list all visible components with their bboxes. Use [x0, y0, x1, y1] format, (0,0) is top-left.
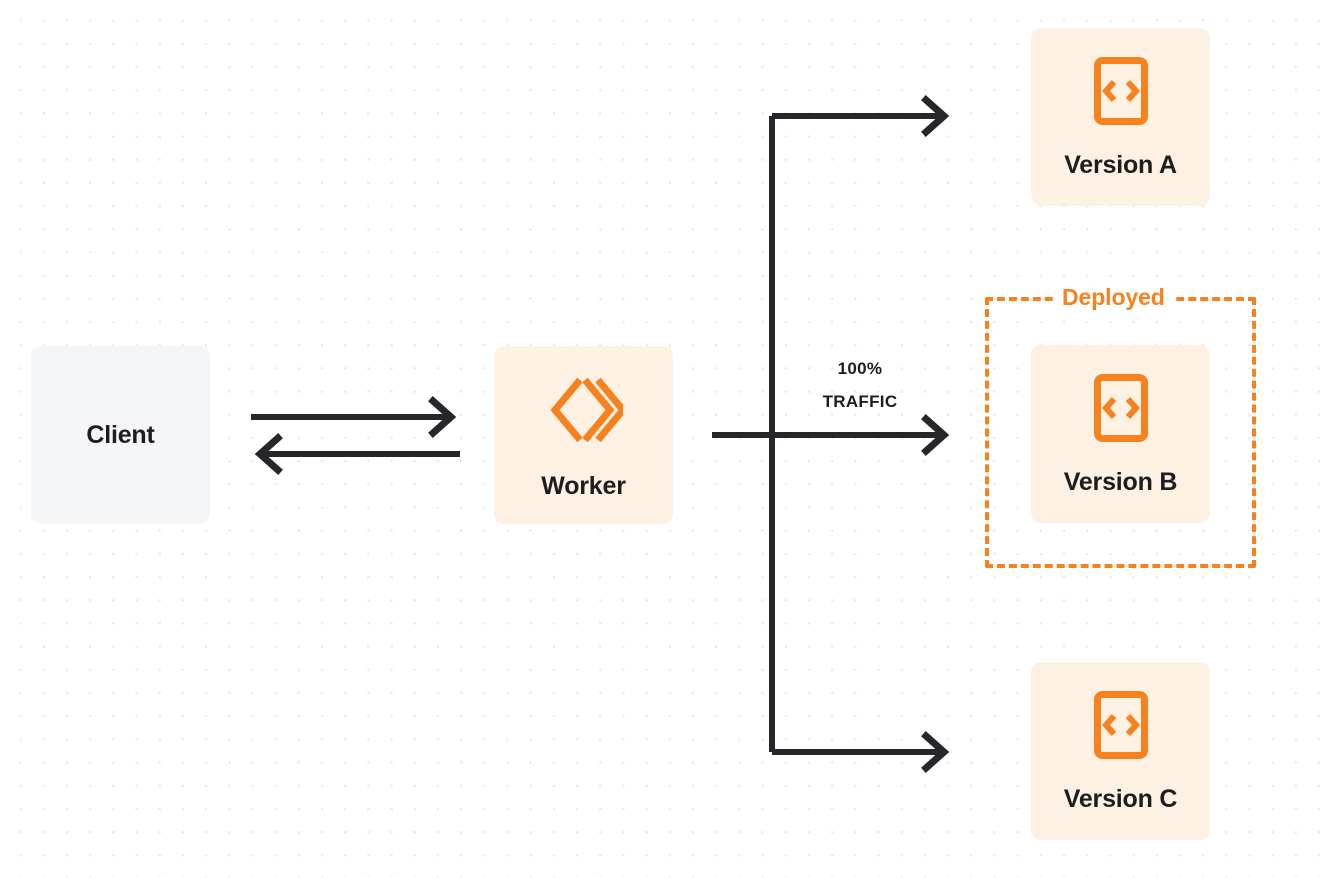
- node-client[interactable]: Client: [31, 346, 210, 524]
- node-version-b-label: Version B: [1063, 468, 1178, 496]
- node-worker[interactable]: Worker: [494, 346, 673, 524]
- traffic-label: 100% TRAFFIC: [792, 352, 928, 418]
- code-document-icon: [1093, 690, 1149, 765]
- cloudflare-workers-logo-icon: [545, 371, 628, 454]
- traffic-percent: 100%: [837, 359, 883, 378]
- edge-trunk-to-version-c: [772, 731, 950, 773]
- group-deployed-label: Deployed: [1053, 285, 1174, 309]
- node-version-c-label: Version C: [1063, 785, 1178, 813]
- edge-client-to-worker: [251, 396, 457, 438]
- edge-trunk-to-version-a: [772, 95, 950, 137]
- node-version-b[interactable]: Version B: [1031, 345, 1210, 523]
- node-version-a[interactable]: Version A: [1031, 28, 1210, 206]
- node-client-label: Client: [86, 420, 155, 449]
- node-worker-label: Worker: [541, 472, 626, 500]
- node-version-c[interactable]: Version C: [1031, 662, 1210, 840]
- node-version-a-label: Version A: [1064, 151, 1177, 179]
- traffic-unit: TRAFFIC: [822, 392, 898, 411]
- edge-worker-to-client: [254, 433, 460, 475]
- code-document-icon: [1093, 56, 1149, 131]
- code-document-icon: [1093, 373, 1149, 448]
- edge-worker-to-version-b: [712, 414, 950, 456]
